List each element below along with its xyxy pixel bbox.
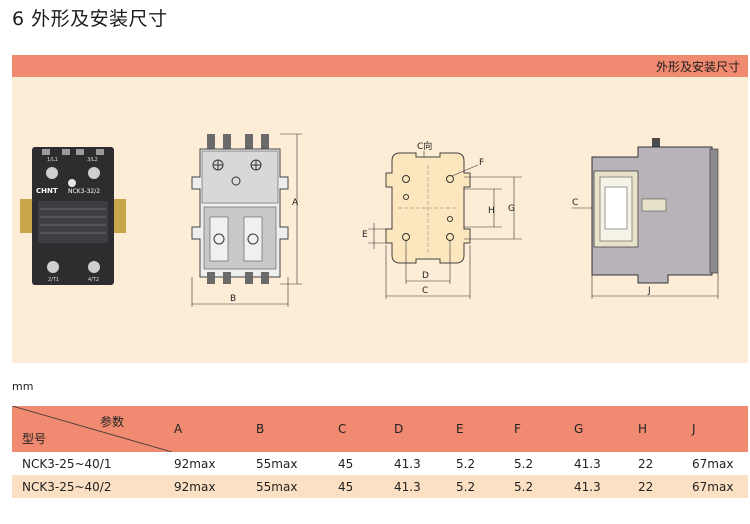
column-header: F: [512, 406, 572, 452]
page-title: 6 外形及安装尺寸: [12, 8, 168, 30]
dim-d-label: D: [422, 271, 429, 281]
value-cell: 92max: [172, 452, 254, 475]
corner-cell: 参数 型号: [12, 406, 172, 452]
terminal-label-1: 1/L1: [47, 157, 58, 163]
screw-icon: [88, 261, 100, 273]
dimension-drawings: 1/L1 3/L2 CHNT NCK3-32/2 2/T1 4/T2: [20, 133, 719, 307]
figure-panel: 1/L1 3/L2 CHNT NCK3-32/2 2/T1 4/T2: [12, 77, 748, 363]
section-header: 外形及安装尺寸: [12, 55, 748, 77]
table-row: NCK3-25~40/2 92max 55max 45 41.3 5.2 5.2…: [12, 475, 748, 498]
dim-g-label: G: [508, 204, 515, 214]
mounting-bracket-right: [112, 199, 126, 233]
brand-logo: CHNT: [36, 187, 58, 195]
screw-icon: [68, 179, 76, 187]
value-cell: 41.3: [572, 452, 636, 475]
value-cell: 5.2: [454, 475, 512, 498]
mounting-view-drawing: C向 F H G E: [362, 140, 522, 299]
column-header: H: [636, 406, 690, 452]
dim-h-label: H: [488, 206, 495, 216]
product-photo: 1/L1 3/L2 CHNT NCK3-32/2 2/T1 4/T2: [20, 147, 126, 285]
dim-b-label: B: [230, 294, 236, 304]
screw-icon: [47, 261, 59, 273]
side-dim-c-label: C: [572, 198, 578, 208]
front-view-drawing: A B: [191, 133, 302, 307]
model-cell: NCK3-25~40/2: [12, 475, 172, 498]
column-header: G: [572, 406, 636, 452]
mounting-bracket-left: [20, 199, 34, 233]
corner-model-label: 型号: [22, 432, 47, 446]
terminal-label-2: 2/T1: [48, 277, 59, 283]
dim-f-label: F: [479, 158, 484, 168]
model-label: NCK3-32/2: [68, 188, 100, 195]
value-cell: 22: [636, 475, 690, 498]
dim-e-label: E: [362, 230, 368, 240]
diagonal-divider: [12, 406, 172, 452]
model-cell: NCK3-25~40/1: [12, 452, 172, 475]
value-cell: 55max: [254, 452, 336, 475]
value-cell: 67max: [690, 452, 748, 475]
value-cell: 45: [336, 452, 392, 475]
column-header: J: [690, 406, 748, 452]
corner-param-label: 参数: [100, 415, 125, 429]
table-header-row: 参数 型号 A B C D E F G H J: [12, 406, 748, 452]
value-cell: 5.2: [512, 452, 572, 475]
terminal-label-4: 4/T2: [88, 277, 99, 283]
column-header: C: [336, 406, 392, 452]
value-cell: 5.2: [454, 452, 512, 475]
value-cell: 45: [336, 475, 392, 498]
screw-icon: [46, 167, 58, 179]
dim-a-label: A: [292, 198, 299, 208]
value-cell: 5.2: [512, 475, 572, 498]
dim-c-label: C: [422, 286, 428, 296]
dim-j-label: J: [647, 286, 651, 296]
column-header: B: [254, 406, 336, 452]
table-row: NCK3-25~40/1 92max 55max 45 41.3 5.2 5.2…: [12, 452, 748, 475]
unit-label: mm: [12, 380, 34, 393]
dimension-table: 参数 型号 A B C D E F G H J NCK3-25~40/1 92m…: [12, 406, 748, 498]
value-cell: 22: [636, 452, 690, 475]
value-cell: 55max: [254, 475, 336, 498]
value-cell: 41.3: [392, 475, 454, 498]
column-header: E: [454, 406, 512, 452]
side-view-drawing: C J: [572, 138, 719, 299]
value-cell: 92max: [172, 475, 254, 498]
terminal-label-3: 3/L2: [87, 157, 98, 163]
section-header-label: 外形及安装尺寸: [655, 60, 740, 74]
view-c-label: C向: [417, 140, 432, 152]
column-header: D: [392, 406, 454, 452]
screw-icon: [88, 167, 100, 179]
value-cell: 67max: [690, 475, 748, 498]
value-cell: 41.3: [572, 475, 636, 498]
column-header: A: [172, 406, 254, 452]
rating-plate: [38, 201, 108, 243]
value-cell: 41.3: [392, 452, 454, 475]
